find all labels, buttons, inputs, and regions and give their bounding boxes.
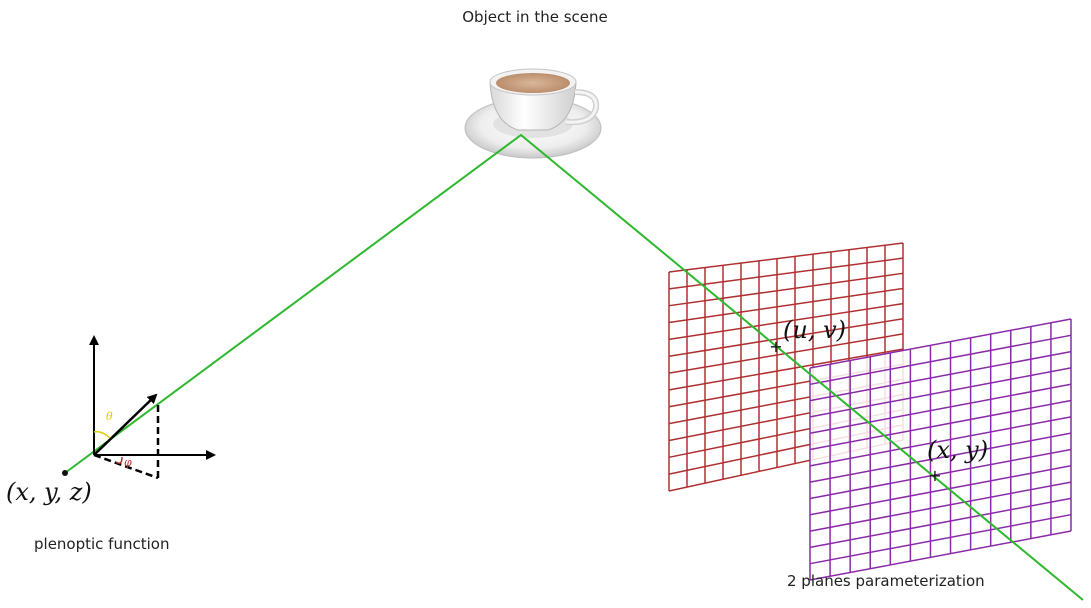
- plenoptic-caption: plenoptic function: [34, 535, 169, 553]
- grid-line-horizontal: [809, 350, 1072, 402]
- uv-coordinates-label: (u, v): [783, 316, 846, 344]
- ray-origin-point: [62, 470, 68, 476]
- grid-line-horizontal: [668, 272, 904, 307]
- xy-coordinates-label: (x, y): [927, 436, 988, 464]
- xy-point-marker: +: [928, 466, 941, 485]
- grid-line-horizontal: [809, 465, 1072, 516]
- grid-line-horizontal: [809, 383, 1072, 434]
- theta-label: θ: [106, 410, 113, 423]
- grid-line-horizontal: [668, 287, 904, 324]
- grid-line-horizontal: [809, 448, 1072, 500]
- object-caption: Object in the scene: [462, 8, 607, 26]
- grid-line-horizontal: [809, 432, 1072, 483]
- grid-line-horizontal: [809, 530, 1072, 581]
- xy-plane-grid: [809, 318, 1072, 581]
- phi-arc: [115, 456, 123, 464]
- planes-caption: 2 planes parameterization: [787, 572, 985, 590]
- grid-line-horizontal: [809, 399, 1072, 451]
- plane-backing: [810, 319, 1071, 580]
- grid-line-horizontal: [668, 302, 904, 341]
- uv-point-marker: +: [769, 337, 782, 356]
- grid-line-horizontal: [809, 513, 1072, 565]
- phi-label: φ: [124, 456, 132, 469]
- grid-line-horizontal: [809, 367, 1072, 418]
- direction-arrow: [93, 393, 158, 456]
- grid-line-horizontal: [668, 257, 904, 290]
- origin-coordinates-label: (x, y, z): [6, 478, 92, 506]
- grid-line-horizontal: [809, 481, 1072, 532]
- theta-arc: [93, 430, 111, 439]
- grid-line-horizontal: [668, 242, 904, 273]
- teacup-image: [464, 68, 602, 159]
- grid-line-horizontal: [668, 318, 904, 357]
- grid-line-horizontal: [809, 416, 1072, 467]
- grid-line-horizontal: [668, 348, 904, 391]
- grid-line-horizontal: [809, 318, 1072, 369]
- light-ray: [64, 133, 1084, 601]
- grid-line-horizontal: [809, 334, 1072, 386]
- coordinate-frame: θ φ: [89, 335, 216, 480]
- projection-ground: [93, 453, 159, 480]
- grid-line-horizontal: [809, 497, 1072, 549]
